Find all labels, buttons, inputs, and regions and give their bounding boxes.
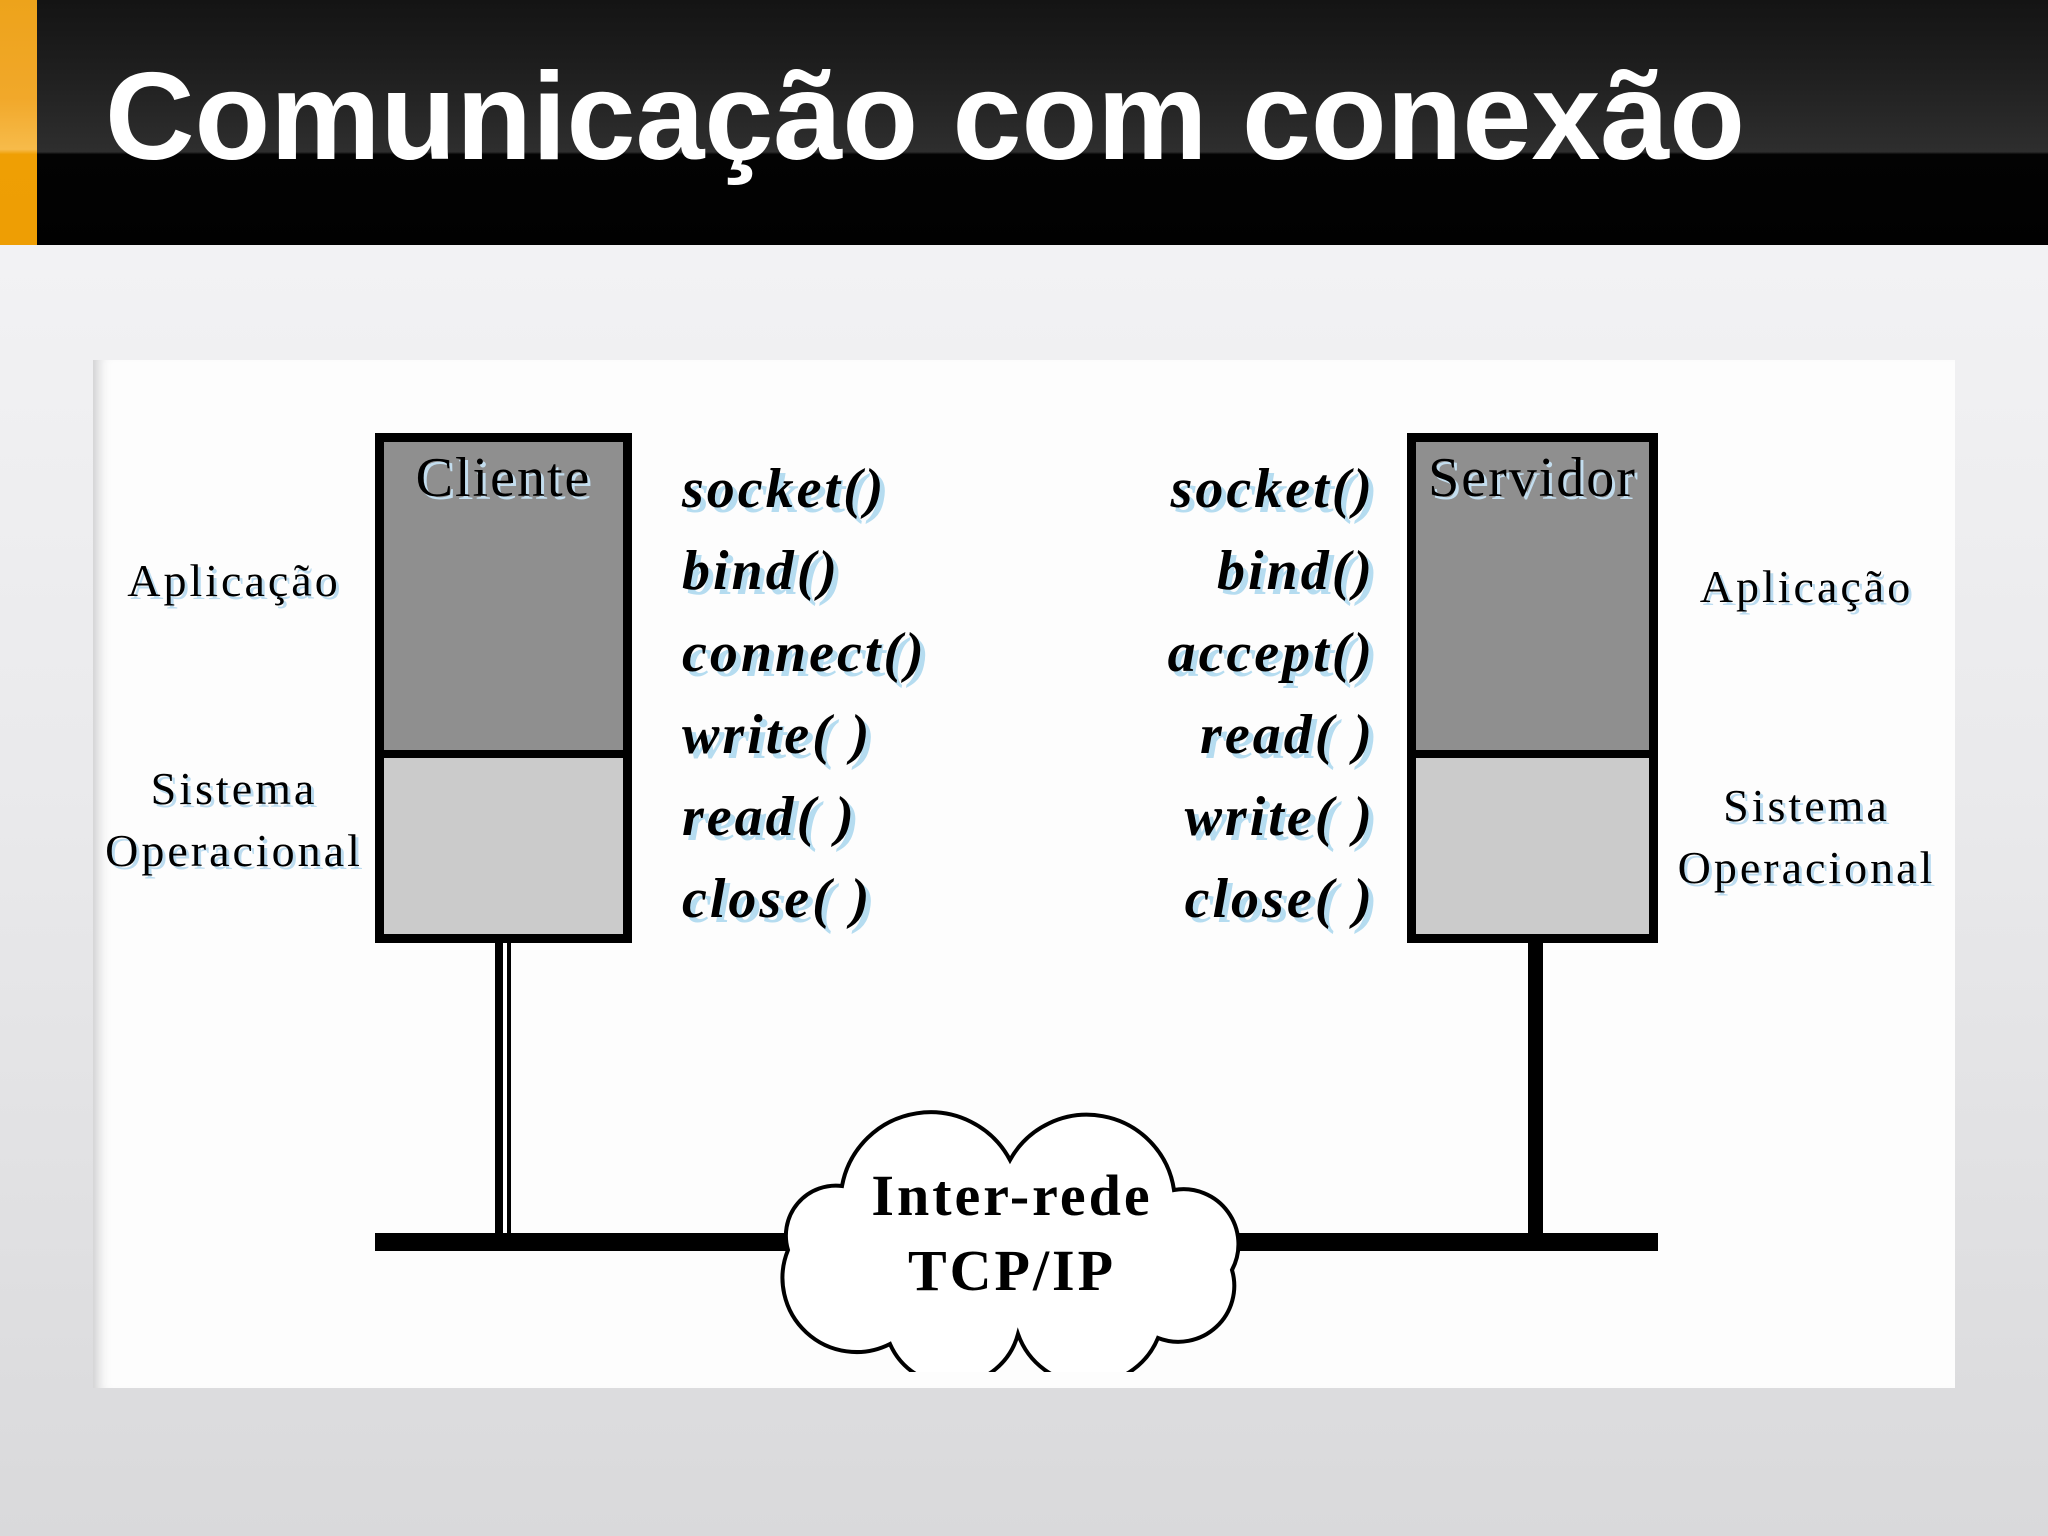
client-call-read: read( ) <box>682 786 857 848</box>
server-call-bind: bind() <box>1217 540 1375 602</box>
cloud-outline-icon <box>780 1110 1241 1372</box>
client-os-layer <box>384 758 623 934</box>
server-os-label-line2: Operacional <box>1677 842 1936 893</box>
client-application-layer: Cliente <box>384 442 623 750</box>
server-socket-calls: socket() bind() accept() read( ) write( … <box>1058 448 1375 940</box>
server-os-label-line1: Sistema <box>1723 780 1890 831</box>
page-title: Comunicação com conexão <box>105 48 1746 186</box>
client-os-label-line1: Sistema <box>150 763 318 814</box>
client-layer-divider <box>384 750 623 758</box>
server-call-close: close( ) <box>1184 868 1375 930</box>
client-call-write: write( ) <box>682 704 873 766</box>
server-box-label: Servidor <box>1428 447 1637 509</box>
server-application-label: Aplicação <box>1699 561 1914 612</box>
client-os-label-line2: Operacional <box>105 825 363 876</box>
server-os-layer <box>1416 758 1649 934</box>
client-call-bind: bind() <box>682 540 840 602</box>
server-call-accept: accept() <box>1167 622 1375 684</box>
client-call-close: close( ) <box>682 868 873 930</box>
server-network-link-line <box>1528 941 1543 1244</box>
server-host-box: Servidor <box>1407 433 1658 943</box>
server-call-read: read( ) <box>1200 704 1375 766</box>
server-application-layer: Servidor <box>1416 442 1649 750</box>
server-call-socket: socket() <box>1170 458 1375 520</box>
accent-bar <box>0 0 37 245</box>
client-call-socket: socket() <box>682 458 887 520</box>
client-network-link-line <box>495 941 511 1244</box>
client-os-label: Sistema Operacional <box>93 758 375 882</box>
cloud-label-line2: TCP/IP <box>907 1238 1117 1303</box>
server-call-write: write( ) <box>1184 786 1375 848</box>
client-call-connect: connect() <box>682 622 927 684</box>
client-box-label: Cliente <box>415 447 592 509</box>
title-bar: Comunicação com conexão <box>0 0 2048 245</box>
cloud-label-line1: Inter-rede <box>871 1163 1153 1228</box>
client-socket-calls: socket() bind() connect() write( ) read(… <box>682 448 927 940</box>
network-cloud: Inter-rede TCP/IP <box>780 1100 1244 1372</box>
client-application-label: Aplicação <box>127 555 341 606</box>
server-layer-divider <box>1416 750 1649 758</box>
server-os-label: Sistema Operacional <box>1658 775 1955 899</box>
client-host-box: Cliente <box>375 433 632 943</box>
